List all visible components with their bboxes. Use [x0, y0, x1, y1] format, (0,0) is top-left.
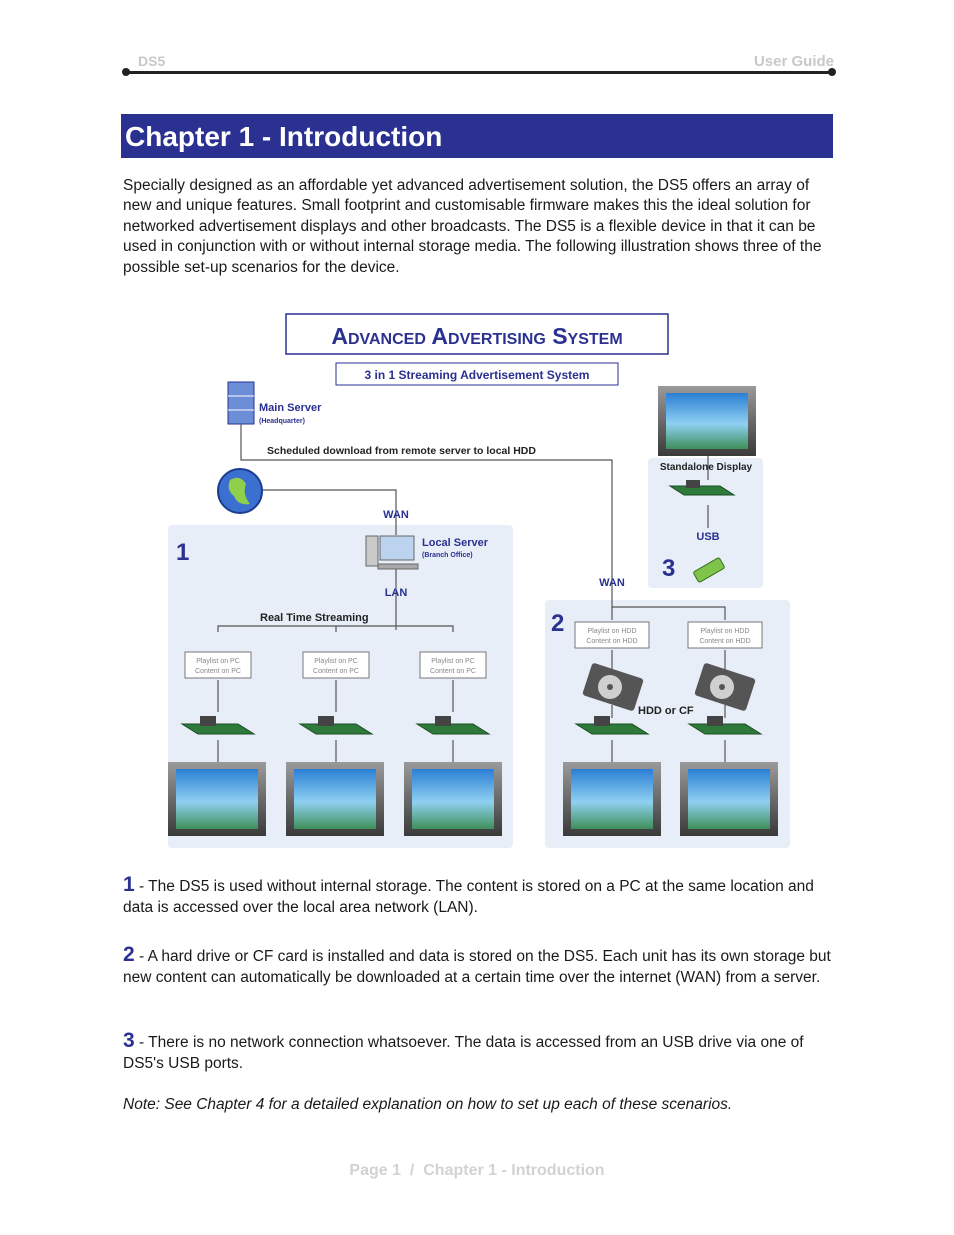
hdd-or-cf-label: HDD or CF	[638, 705, 694, 717]
standalone-display-label: Standalone Display	[660, 462, 753, 473]
wan-label-top: WAN	[383, 509, 409, 521]
local-server-sublabel: (Branch Office)	[422, 552, 473, 559]
scenario-number: 1	[123, 873, 135, 896]
playlist-pc-box-3: Playlist on PC Content on PC	[419, 651, 487, 679]
ds5-board-icon	[574, 716, 650, 735]
page-footer: Page 1 / Chapter 1 - Introduction	[349, 1162, 605, 1179]
display-screen-icon	[680, 762, 778, 836]
hard-disk-icon	[694, 663, 756, 711]
scenario-number: 2	[123, 943, 135, 966]
header-rule-dot-left	[122, 68, 130, 76]
svg-text:Content on PC: Content on PC	[313, 668, 359, 675]
diagram-subtitle: 3 in 1 Streaming Advertisement System	[365, 368, 590, 382]
diagram-title: Advanced Advertising System	[331, 323, 622, 349]
scenario-number: 3	[123, 1029, 135, 1052]
main-server-sublabel: (Headquarter)	[259, 418, 305, 425]
svg-text:Content on HDD: Content on HDD	[699, 638, 750, 645]
display-screen-icon	[563, 762, 661, 836]
scenario-1-description: 1 - The DS5 is used without internal sto…	[123, 873, 814, 916]
ds5-board-icon	[415, 716, 491, 735]
display-screen-icon	[168, 762, 266, 836]
playlist-pc-box-1: Playlist on PC Content on PC	[184, 651, 252, 679]
diagram-title-box	[285, 313, 669, 355]
svg-text:Content on PC: Content on PC	[430, 668, 476, 675]
hard-disk-icon	[582, 663, 644, 711]
server-rack-icon	[227, 381, 255, 425]
svg-text:Content on PC: Content on PC	[195, 668, 241, 675]
svg-text:Playlist on PC: Playlist on PC	[196, 658, 240, 665]
svg-text:Playlist on HDD: Playlist on HDD	[700, 628, 749, 635]
desktop-computer-icon	[365, 535, 419, 570]
wan-label-right: WAN	[599, 577, 625, 589]
svg-text:Playlist on PC: Playlist on PC	[431, 658, 475, 665]
internet-globe-icon	[217, 468, 263, 514]
intro-paragraph: Specially designed as an affordable yet …	[123, 177, 822, 276]
scenario-3-number: 3	[662, 555, 675, 582]
scenario-2-description: 2 - A hard drive or CF card is installed…	[123, 943, 831, 986]
svg-text:Playlist on HDD: Playlist on HDD	[587, 628, 636, 635]
header-rule	[125, 71, 833, 74]
lan-label: LAN	[385, 587, 408, 599]
main-server-label: Main Server	[259, 402, 322, 414]
ds5-board-icon	[298, 716, 374, 735]
header-rule-dot-right	[828, 68, 836, 76]
display-screen-icon	[658, 386, 756, 456]
usb-label: USB	[696, 531, 719, 543]
usb-drive-icon	[693, 557, 725, 583]
playlist-hdd-box-1: Playlist on HDD Content on HDD	[574, 621, 650, 649]
scenario-1-number: 1	[176, 539, 189, 566]
scenario-3-description: 3 - There is no network connection whats…	[123, 1029, 804, 1072]
ds5-board-icon	[180, 716, 256, 735]
scenario-2-number: 2	[551, 610, 564, 637]
system-diagram: Advanced Advertising System 3 in 1 Strea…	[168, 313, 790, 848]
diagram-subtitle-box	[335, 362, 619, 386]
svg-text:Content on HDD: Content on HDD	[586, 638, 637, 645]
local-server-label: Local Server	[422, 537, 489, 549]
ds5-board-icon	[687, 716, 763, 735]
note: Note: See Chapter 4 for a detailed expla…	[123, 1096, 733, 1113]
playlist-pc-box-2: Playlist on PC Content on PC	[302, 651, 370, 679]
playlist-hdd-box-2: Playlist on HDD Content on HDD	[687, 621, 763, 649]
chapter-title: Chapter 1 - Introduction	[125, 121, 443, 152]
display-screen-icon	[286, 762, 384, 836]
scheduled-download-label: Scheduled download from remote server to…	[267, 445, 536, 457]
display-screen-icon	[404, 762, 502, 836]
ds5-board-icon	[668, 480, 736, 496]
chapter-heading-bar: Chapter 1 - Introduction	[121, 114, 833, 158]
page-header-left: DS5	[138, 53, 166, 69]
real-time-streaming-label: Real Time Streaming	[260, 612, 369, 624]
page-header-right: User Guide	[753, 53, 834, 70]
svg-text:Playlist on PC: Playlist on PC	[314, 658, 358, 665]
